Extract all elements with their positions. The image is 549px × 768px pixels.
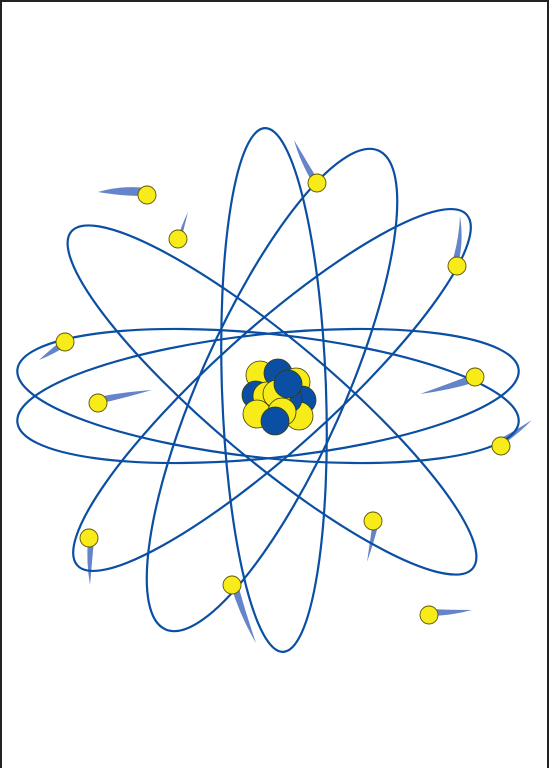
- nucleus: [242, 359, 316, 435]
- electron: [308, 174, 326, 192]
- electron: [138, 186, 156, 204]
- electron: [492, 437, 510, 455]
- electron: [80, 529, 98, 547]
- electron: [89, 394, 107, 412]
- electron: [448, 257, 466, 275]
- electron: [223, 576, 241, 594]
- electron: [420, 606, 438, 624]
- neutron: [261, 407, 289, 435]
- electron: [466, 368, 484, 386]
- electron: [364, 512, 382, 530]
- neutron: [274, 370, 302, 398]
- electron: [169, 230, 187, 248]
- electron: [56, 333, 74, 351]
